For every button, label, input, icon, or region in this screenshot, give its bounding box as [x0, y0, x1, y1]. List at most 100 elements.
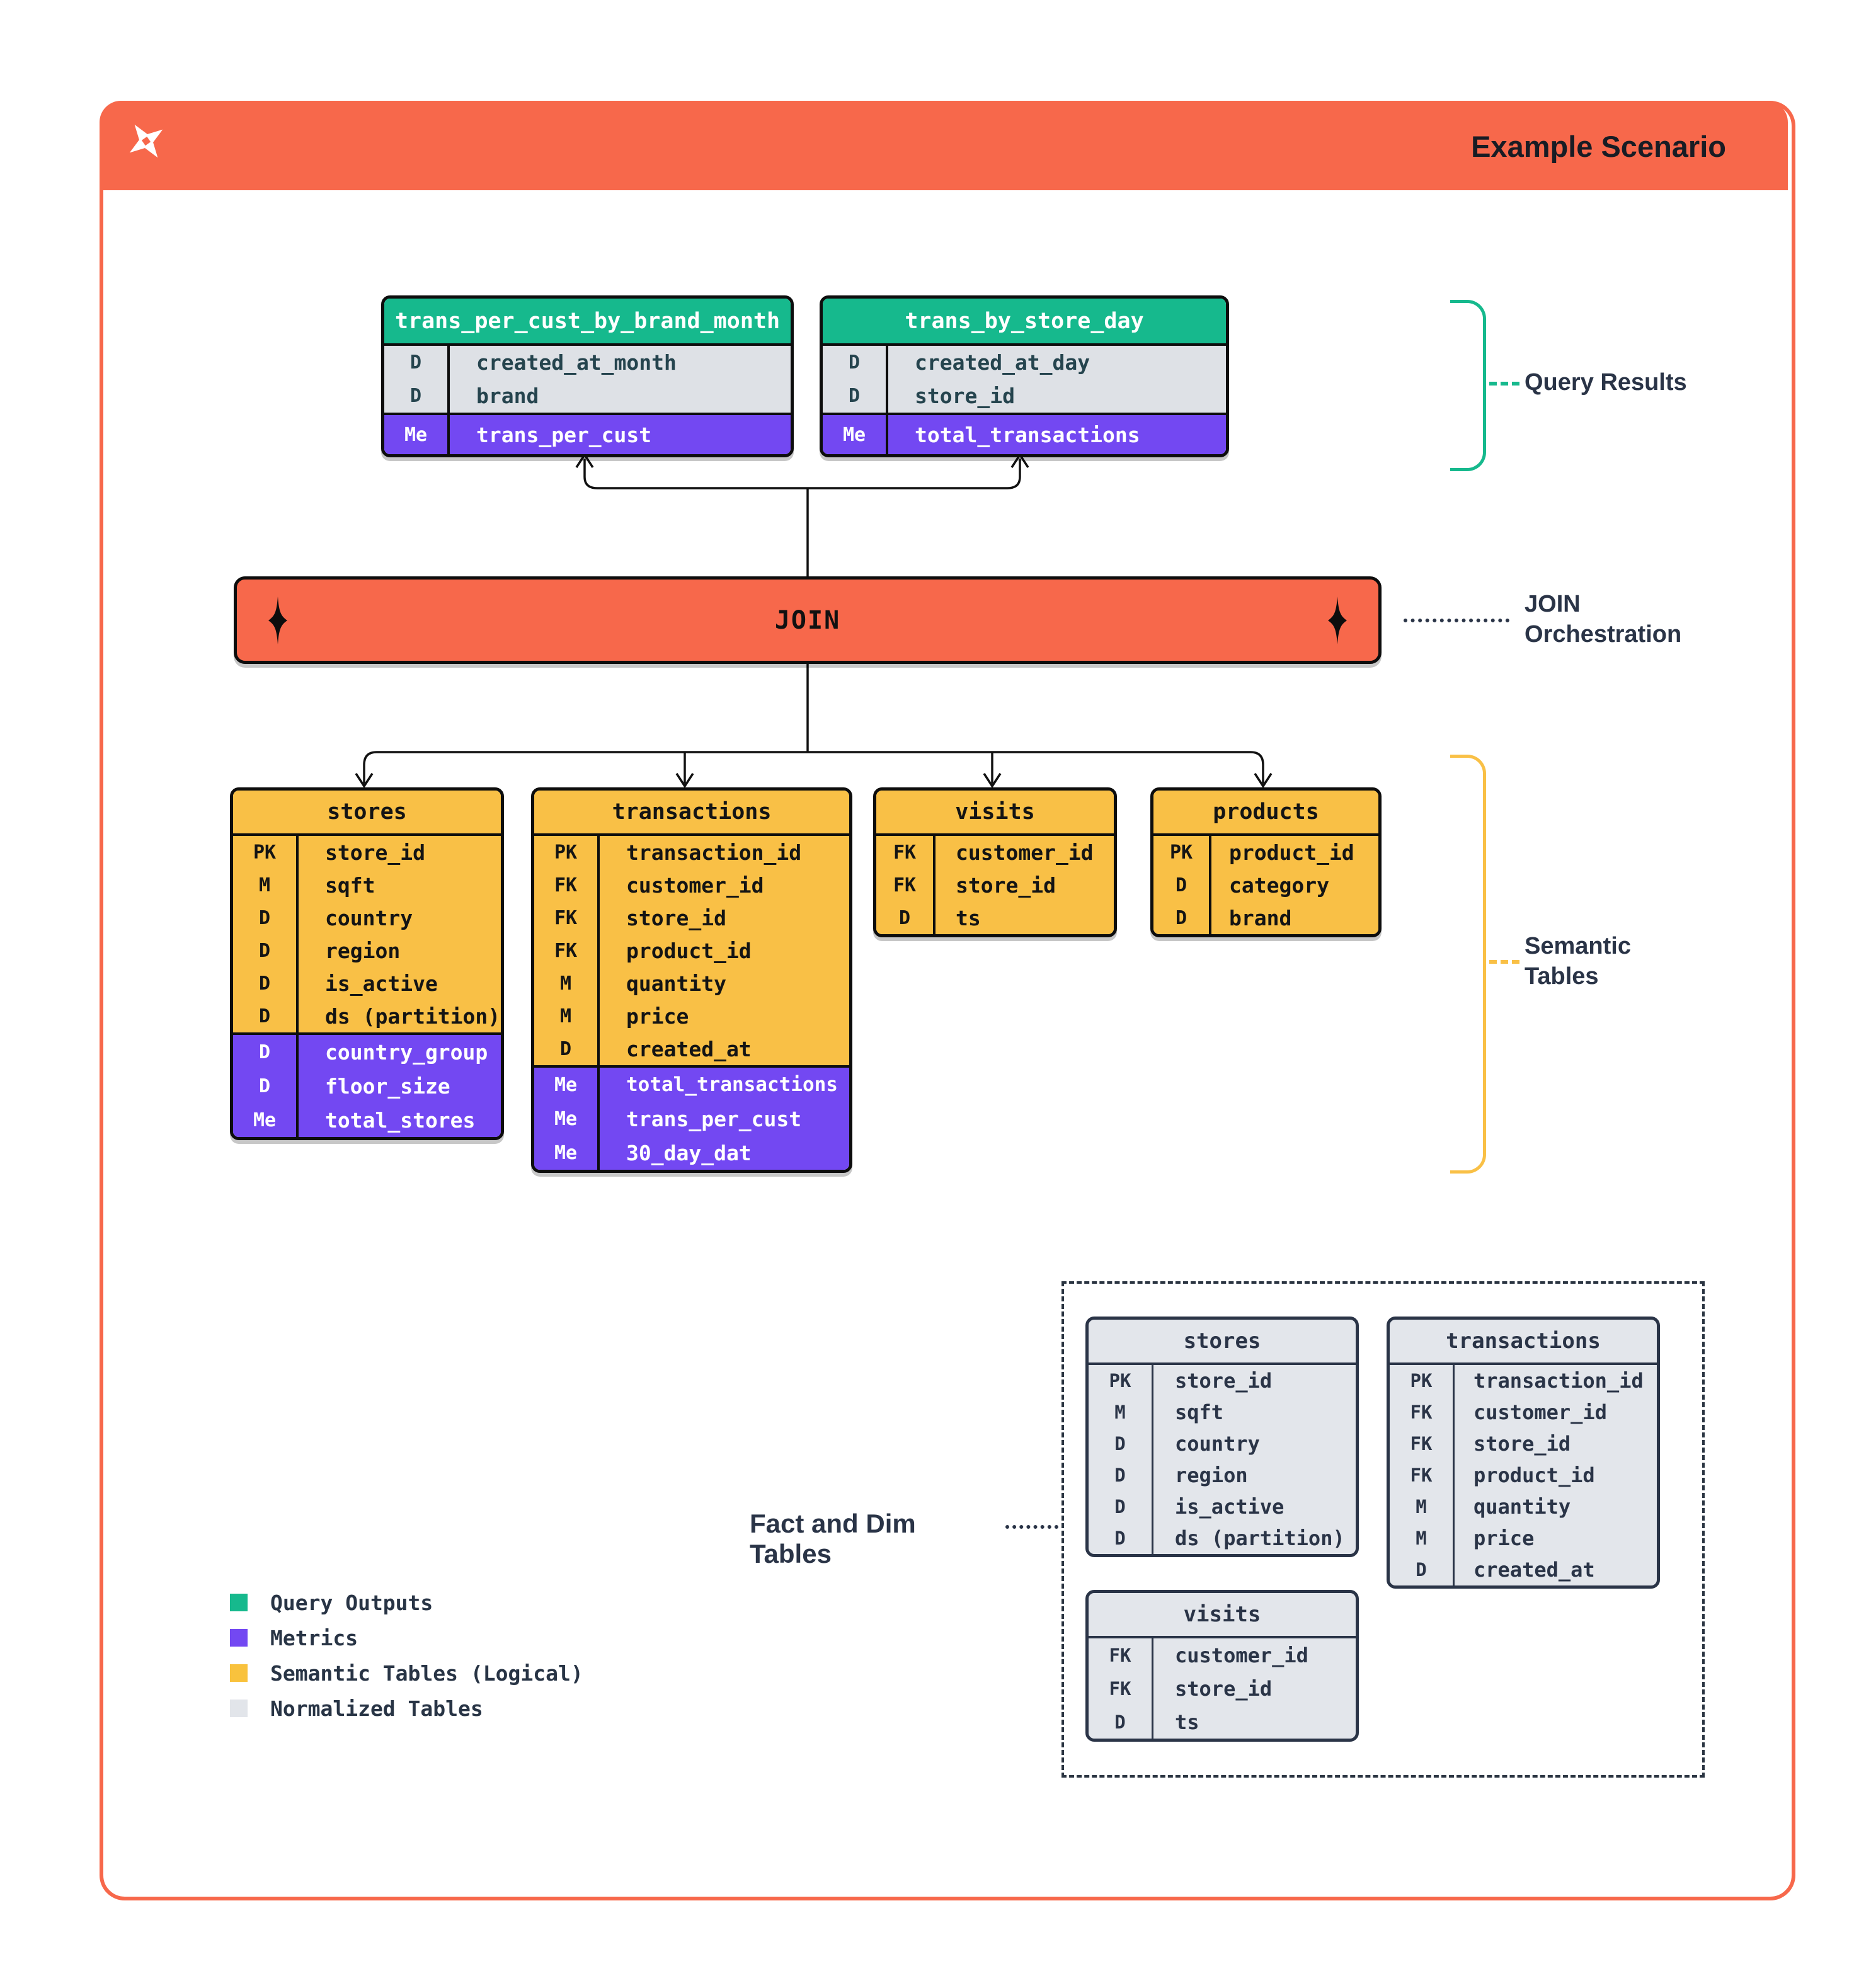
row-name: store_id [915, 384, 1015, 408]
row-key: D [876, 901, 936, 934]
legend-label: Metrics [270, 1625, 358, 1650]
row-name: country [325, 905, 413, 930]
query-outputs-swatch [230, 1594, 248, 1611]
table-title: transactions [1390, 1320, 1657, 1365]
row-name: region [1175, 1463, 1248, 1487]
sparkle-diamond-icon [1327, 596, 1347, 644]
row-key: FK [534, 934, 600, 967]
row-name: store_id [956, 872, 1056, 898]
legend-item: Metrics [230, 1620, 583, 1655]
table-title: trans_per_cust_by_brand_month [384, 299, 791, 346]
row-key: PK [1089, 1365, 1153, 1397]
join-orchestration-bar: JOIN [234, 576, 1382, 664]
legend-label: Query Outputs [270, 1590, 433, 1615]
row-name: total_transactions [915, 422, 1140, 447]
row-key: M [1089, 1397, 1153, 1428]
legend: Query Outputs Metrics Semantic Tables (L… [230, 1585, 583, 1726]
table-row: Me total_transactions [823, 415, 1226, 454]
row-name: store_id [1175, 1369, 1273, 1393]
row-name: country [1175, 1432, 1260, 1456]
row-name: category [1229, 872, 1329, 898]
row-key: PK [1153, 836, 1211, 869]
row-key: D [1089, 1522, 1153, 1554]
query-results-bracket [1450, 300, 1486, 471]
metrics-swatch [230, 1629, 248, 1647]
legend-item: Normalized Tables [230, 1691, 583, 1726]
pinwheel-x-logo [129, 124, 163, 158]
sparkle-diamond-icon [268, 596, 287, 644]
semantic-tables-swatch [230, 1664, 248, 1682]
page-title: Example Scenario [1471, 130, 1726, 163]
row-key: D [1089, 1460, 1153, 1491]
legend-label: Normalized Tables [270, 1696, 483, 1721]
fact-dim-label: Fact and Dim Tables [750, 1509, 916, 1568]
row-key: FK [1089, 1638, 1153, 1672]
table-title: visits [876, 791, 1114, 836]
row-key: PK [233, 836, 299, 869]
row-key: Me [534, 1068, 600, 1102]
row-key: D [823, 379, 888, 413]
row-name: created_at [1473, 1558, 1595, 1582]
legend-item: Query Outputs [230, 1585, 583, 1620]
row-key: FK [876, 869, 936, 901]
row-name: 30_day_dat [626, 1140, 752, 1165]
table-row: D brand [384, 379, 791, 413]
row-key: FK [876, 836, 936, 869]
row-key: D [1089, 1428, 1153, 1460]
row-name: trans_per_cust [476, 422, 652, 447]
query-results-label: Query Results [1525, 369, 1687, 396]
table-row: D created_at_day [823, 346, 1226, 379]
row-key: Me [534, 1136, 600, 1170]
row-key: D [233, 901, 299, 934]
row-key: PK [1390, 1365, 1455, 1397]
table-row: D created_at_month [384, 346, 791, 379]
row-key: FK [534, 869, 600, 901]
table-title: products [1153, 791, 1378, 836]
row-name: trans_per_cust [626, 1106, 802, 1131]
row-key: FK [1390, 1428, 1455, 1460]
normalized-tables-box [1061, 1281, 1705, 1778]
row-name: brand [1229, 905, 1292, 930]
row-name: product_id [1229, 840, 1354, 865]
row-name: quantity [626, 971, 726, 996]
row-key: D [534, 1032, 600, 1065]
row-key: D [1089, 1705, 1153, 1739]
semantic-tables-label: Semantic Tables [1525, 933, 1631, 990]
row-name: store_id [626, 905, 726, 930]
table-title: transactions [534, 791, 849, 836]
row-name: is_active [1175, 1495, 1285, 1519]
row-key: FK [534, 901, 600, 934]
dimension-rows: D created_at_month D brand [384, 346, 791, 413]
row-key: D [1153, 869, 1211, 901]
dashed-connector [1489, 960, 1519, 964]
row-key: D [1390, 1554, 1455, 1585]
row-key: D [384, 346, 450, 379]
row-name: ts [1175, 1710, 1199, 1734]
row-name: product_id [1473, 1463, 1595, 1487]
row-name: is_active [325, 971, 438, 996]
row-name: quantity [1473, 1495, 1571, 1519]
dotted-connector [1404, 619, 1509, 622]
row-key: D [1089, 1491, 1153, 1522]
row-key: M [1390, 1522, 1455, 1554]
dimension-rows: D created_at_day D store_id [823, 346, 1226, 413]
row-name: country_group [325, 1039, 488, 1065]
table-row: D store_id [823, 379, 1226, 413]
row-name: created_at [626, 1036, 752, 1061]
row-key: D [1153, 901, 1211, 934]
legend-item: Semantic Tables (Logical) [230, 1655, 583, 1691]
row-name: store_id [1175, 1676, 1273, 1701]
semantic-tables-bracket [1450, 755, 1486, 1174]
dotted-connector [1005, 1525, 1058, 1529]
row-name: region [325, 938, 401, 963]
row-key: FK [1390, 1460, 1455, 1491]
row-key: D [233, 1000, 299, 1032]
